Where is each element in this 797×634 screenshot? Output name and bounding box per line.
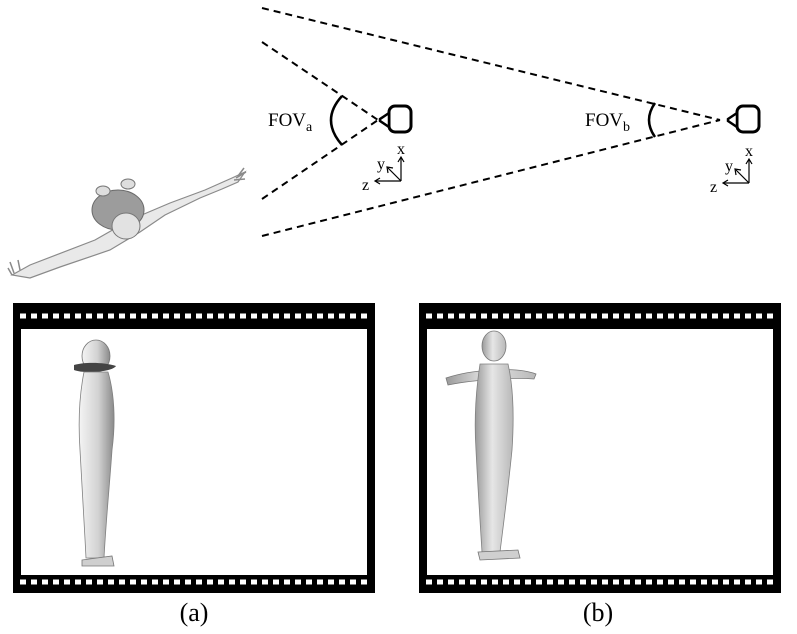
fov-a-label: FOVa [268, 110, 313, 135]
axis-a-y-label: y [377, 156, 385, 173]
axis-b-x-label: x [745, 143, 753, 160]
caption-a: (a) [179, 598, 209, 627]
top-view-human-figure [7, 167, 247, 279]
film-frame-a [13, 303, 375, 593]
fov-a-lines [261, 41, 379, 200]
axis-b-y-label: y [725, 158, 733, 175]
camera-b-icon [726, 104, 761, 134]
camera-a-icon [378, 104, 413, 134]
axis-b-z-label: z [710, 179, 717, 196]
axis-triad-b [721, 157, 753, 187]
axis-a-x-label: x [397, 141, 405, 158]
axis-a-z-label: z [362, 177, 369, 194]
oblique-view-human-figure [445, 330, 537, 561]
fov-b-label: FOVb [585, 110, 630, 135]
axis-triad-a [373, 155, 405, 185]
side-view-human-figure [74, 339, 116, 567]
film-frame-b [419, 303, 781, 593]
caption-b: (b) [582, 598, 614, 627]
fov-b-lines [261, 7, 721, 237]
